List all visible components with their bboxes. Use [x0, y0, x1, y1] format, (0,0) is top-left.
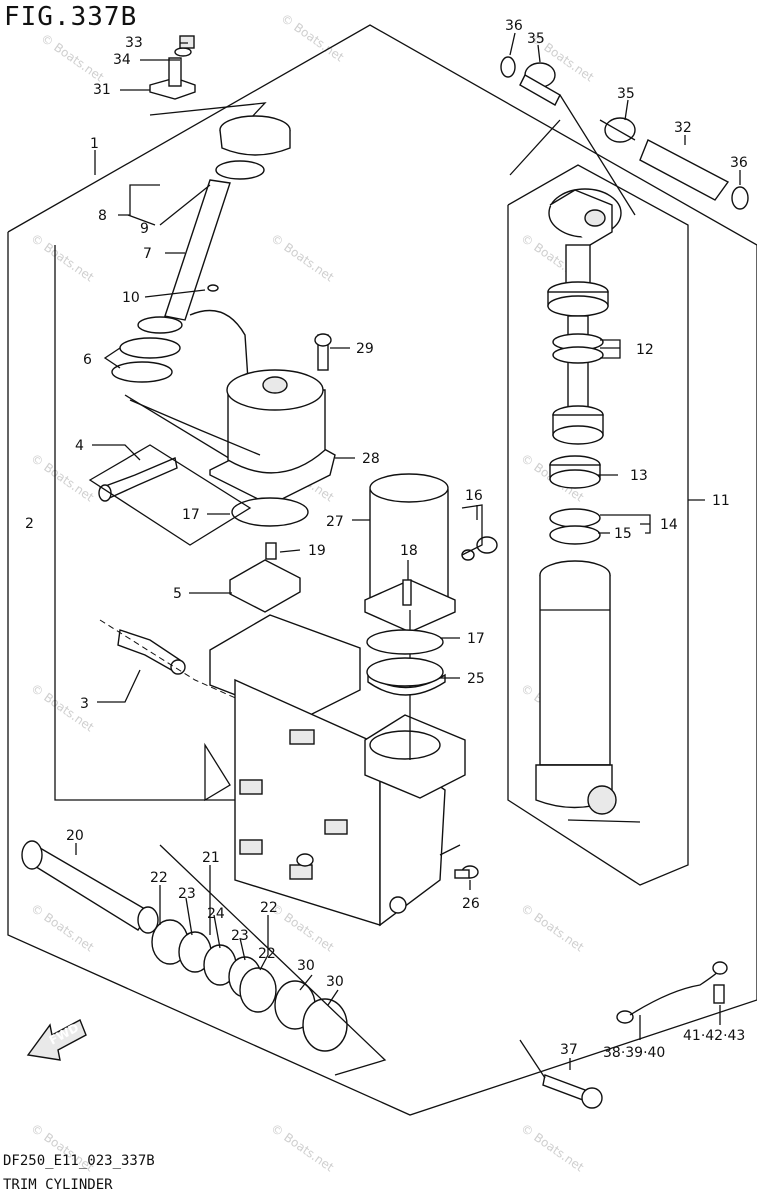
callout-19: 19 [308, 543, 326, 559]
callout-4: 4 [75, 438, 84, 454]
callout-5: 5 [173, 586, 182, 602]
callout-32: 32 [674, 120, 692, 136]
callout-17b: 17 [467, 631, 485, 647]
callout-23a: 23 [178, 886, 196, 902]
callout-28: 28 [362, 451, 380, 467]
callout-18: 18 [400, 543, 418, 559]
bolt-26 [439, 844, 479, 879]
shaft-rings [151, 844, 387, 1076]
callout-2: 2 [25, 516, 34, 532]
callout-34: 34 [113, 52, 131, 68]
callout-10: 10 [122, 290, 140, 306]
valve-3 [99, 619, 241, 701]
leader-lines [75, 32, 741, 1070]
callout-22a: 22 [150, 870, 168, 886]
callout-16: 16 [465, 488, 483, 504]
shaft-20 [21, 840, 159, 934]
callout-11: 11 [712, 493, 730, 509]
piston-rod [547, 188, 622, 445]
callout-24: 24 [207, 906, 225, 922]
callout-41-42-43: 41·42·43 [683, 1028, 745, 1044]
callout-7: 7 [143, 246, 152, 262]
trim-housing [204, 614, 466, 927]
group-bracket-2 [54, 245, 235, 801]
bolt-29 [314, 333, 332, 371]
cylinder-group-box [507, 164, 689, 886]
callout-30b: 30 [326, 974, 344, 990]
seal-25-top [366, 657, 444, 687]
watermark: © Boats.net [28, 451, 96, 505]
callout-37: 37 [560, 1042, 578, 1058]
callout-14: 14 [660, 517, 678, 533]
callout-29: 29 [356, 341, 374, 357]
o-ring-17b [366, 629, 444, 655]
callouts: 1 2 3 4 5 6 7 8 9 10 11 12 13 14 15 16 1… [25, 18, 748, 1061]
cylinder-tube [535, 560, 641, 823]
watermark: © Boats.net [268, 1121, 336, 1175]
callout-22c: 22 [260, 900, 278, 916]
callout-20: 20 [66, 828, 84, 844]
watermark: © Boats.net [268, 231, 336, 285]
watermark: © Boats.net [28, 231, 96, 285]
callout-35b: 35 [617, 86, 635, 102]
figure-name: TRIM CYLINDER [3, 1177, 113, 1193]
assembly-boundary [7, 24, 757, 1116]
callout-21: 21 [202, 850, 220, 866]
figure-code: DF250_E11_023_337B [3, 1153, 155, 1169]
callout-35a: 35 [527, 31, 545, 47]
trim-motor-28 [129, 309, 336, 506]
plate-5 [229, 542, 301, 613]
callout-22b: 22 [258, 946, 276, 962]
callout-27: 27 [326, 514, 344, 530]
callout-17: 17 [182, 507, 200, 523]
callout-13: 13 [630, 468, 648, 484]
callout-33: 33 [125, 35, 143, 51]
pin-32 [500, 56, 749, 216]
bolt-37 [519, 1039, 603, 1109]
fitting-16 [461, 504, 498, 561]
callout-6: 6 [83, 352, 92, 368]
watermark: © Boats.net [278, 11, 346, 65]
callout-1: 1 [90, 136, 99, 152]
ground-wire [616, 961, 728, 1024]
fwd-arrow: FWD [26, 1019, 87, 1061]
callout-25: 25 [467, 671, 485, 687]
callout-36b: 36 [730, 155, 748, 171]
valve-4 [88, 444, 252, 546]
callout-12: 12 [636, 342, 654, 358]
watermark: © Boats.net [38, 31, 106, 85]
callout-15: 15 [614, 526, 632, 542]
figure-title: FIG.337B [4, 2, 138, 32]
o-ring-17 [231, 497, 309, 527]
callout-3: 3 [80, 696, 89, 712]
callout-9: 9 [140, 221, 149, 237]
callout-30a: 30 [297, 958, 315, 974]
callout-36a: 36 [505, 18, 523, 34]
callout-8: 8 [98, 208, 107, 224]
rings-13-15 [549, 455, 601, 545]
filter-27 [364, 473, 456, 760]
watermark: © Boats.net [518, 901, 586, 955]
callout-23b: 23 [231, 928, 249, 944]
watermark: © Boats.net [518, 1121, 586, 1175]
callout-38-39-40: 38·39·40 [603, 1045, 665, 1061]
callout-31: 31 [93, 82, 111, 98]
callout-26: 26 [462, 896, 480, 912]
watermark: © Boats.net [28, 901, 96, 955]
